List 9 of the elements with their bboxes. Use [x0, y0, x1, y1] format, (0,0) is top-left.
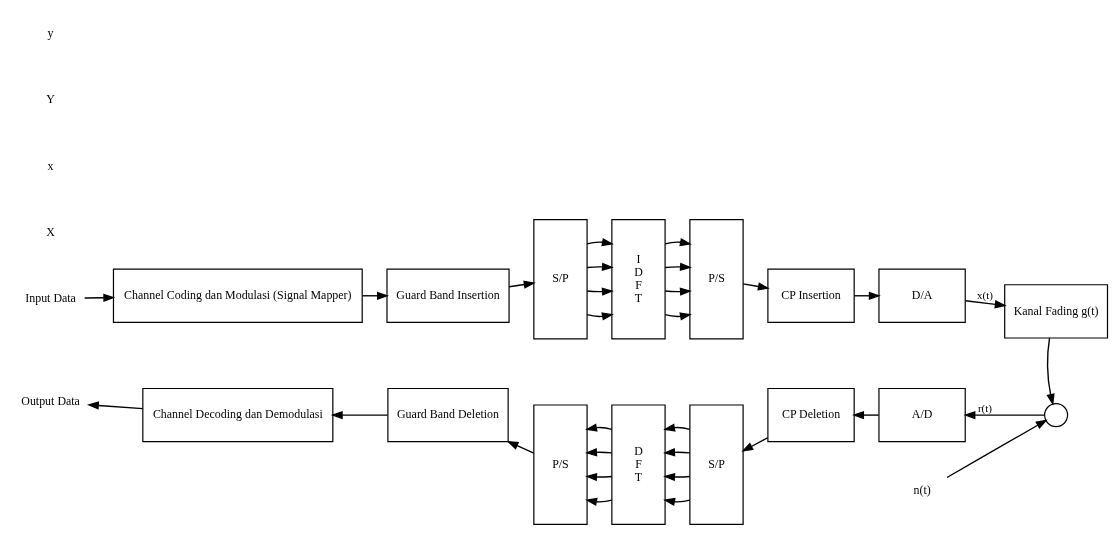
- label: X: [46, 224, 55, 239]
- edge-label: r(t): [977, 401, 992, 414]
- label: y: [47, 25, 54, 40]
- node-text: Output Data: [21, 393, 80, 408]
- node-text: Input Data: [25, 290, 76, 305]
- edge-label: x(t): [977, 288, 993, 301]
- node-text: n(t): [913, 482, 931, 497]
- label: x: [47, 157, 54, 172]
- label: Y: [46, 91, 55, 106]
